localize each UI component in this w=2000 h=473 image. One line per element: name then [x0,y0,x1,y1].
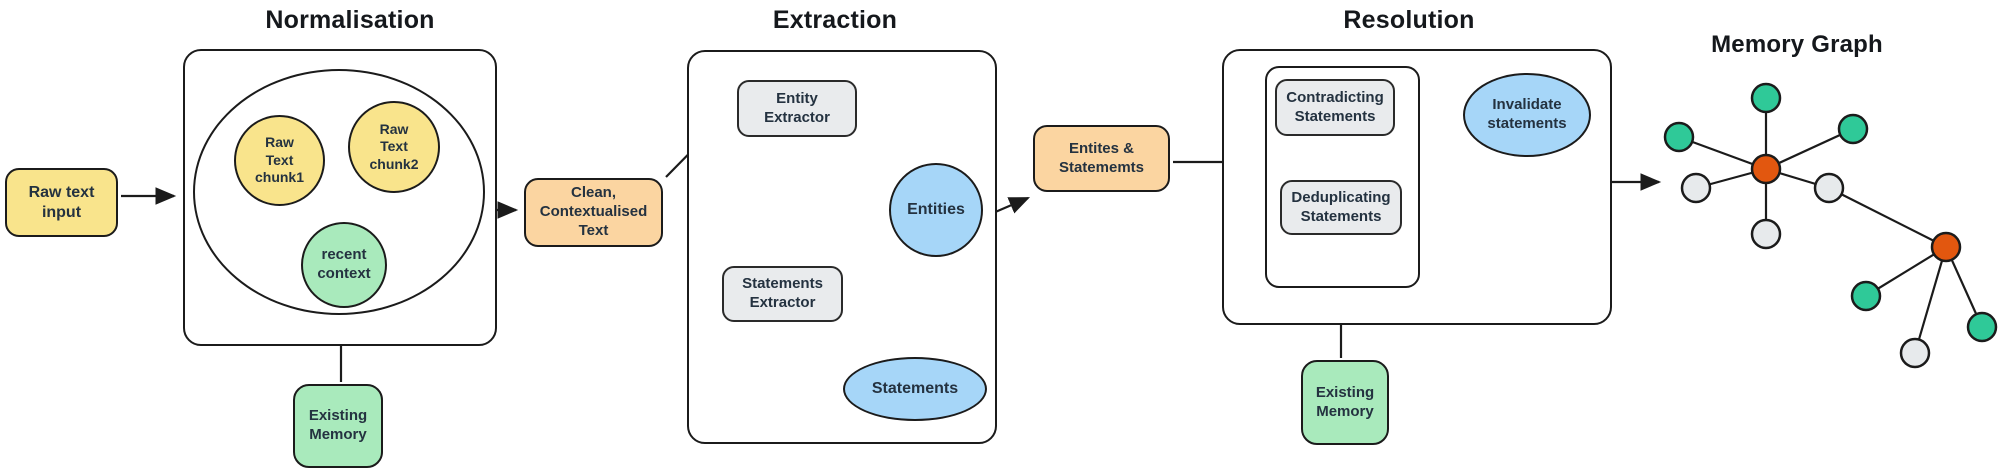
memory-graph-edges [1678,98,1984,354]
resolution-title: Resolution [1343,6,1475,34]
memory-graph-nodes [1663,82,1998,369]
raw-text-chunk1-circle: Raw Text chunk1 [234,115,325,206]
graph-node-hub1-right [1813,172,1845,204]
graph-node-hub2-left [1850,280,1882,312]
graph-edge [1944,246,1984,328]
graph-node-hub1-left [1680,172,1712,204]
memory-graph-title: Memory Graph [1711,31,1883,58]
graph-edge [1828,187,1947,248]
clean-contextualised-text-box: Clean, Contextualised Text [524,178,663,247]
extraction-title: Extraction [772,6,898,34]
recent-context-circle: recent context [301,222,387,308]
entities-circle: Entities [889,163,983,257]
graph-edge [1765,128,1854,170]
raw-text-chunk2-circle: Raw Text chunk2 [348,101,440,193]
entity-extractor-box: Entity Extractor [737,80,857,137]
graph-edge [1695,167,1767,190]
graph-node-hub-2 [1930,231,1962,263]
graph-node-hub1-upper-right [1837,113,1869,145]
graph-node-hub2-bottom [1899,337,1931,369]
graph-node-hub1-upper-left [1663,121,1695,153]
raw-text-input-box: Raw text input [5,168,118,237]
deduplicating-statements-box: Deduplicating Statements [1280,180,1402,235]
existing-memory-1-box: Existing Memory [293,384,383,468]
contradicting-statements-box: Contradicting Statements [1275,79,1395,136]
graph-edge [1865,246,1947,297]
existing-memory-2-box: Existing Memory [1301,360,1389,445]
invalidate-statements-ellipse: Invalidate statements [1463,73,1591,157]
graph-node-hub-1 [1750,153,1782,185]
entites-statements-box: Entites & Statememts [1033,125,1170,192]
graph-edge [1678,135,1767,171]
graph-node-hub1-top [1750,82,1782,114]
graph-node-hub2-right [1966,311,1998,343]
statements-ellipse: Statements [843,357,987,421]
graph-node-hub1-bottom [1750,218,1782,250]
graph-edge [1765,167,1830,190]
graph-edge [1913,246,1948,354]
statements-extractor-box: Statements Extractor [722,266,843,322]
normalisation-title: Normalisation [265,6,435,34]
